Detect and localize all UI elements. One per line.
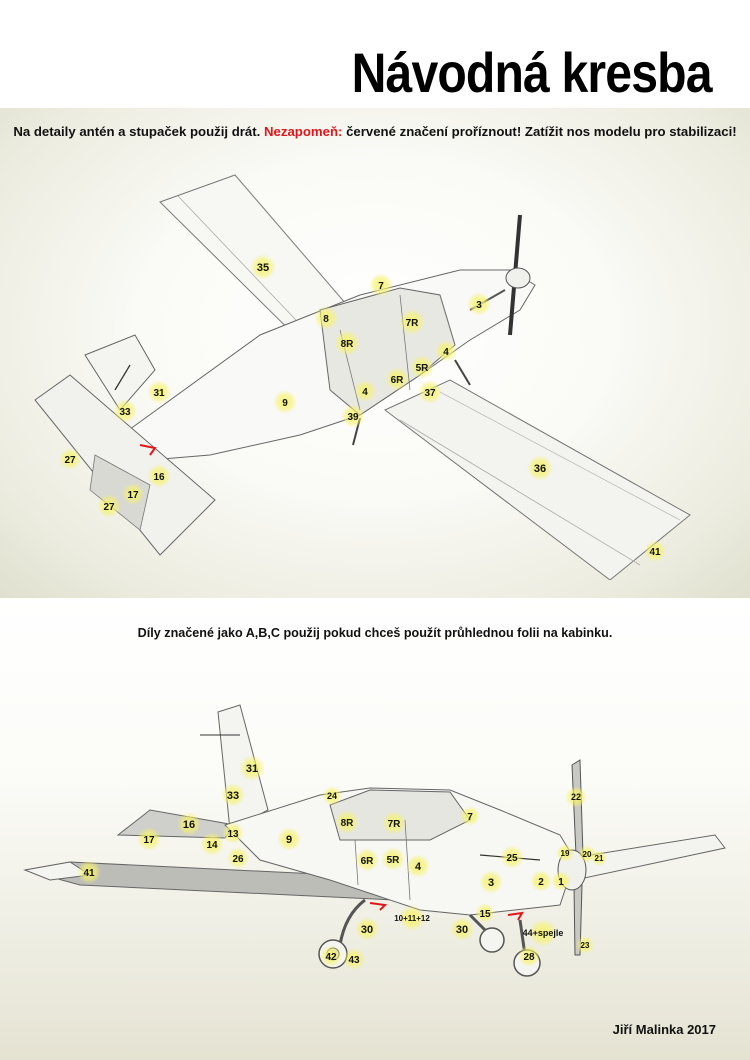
part-label: 43 xyxy=(348,955,360,966)
part-label: 37 xyxy=(424,388,436,399)
part-label: 17 xyxy=(143,835,155,846)
part-label: 5R xyxy=(416,363,430,374)
instruction-text: Na detaily antén a stupaček použij drát. xyxy=(13,124,261,139)
part-label: 3 xyxy=(488,877,494,889)
part-label: 4 xyxy=(415,861,422,873)
part-label: 25 xyxy=(506,853,518,864)
part-label: 7 xyxy=(378,281,384,292)
side-view-drawing: 31 24 33 22 16 13 8R 7R 7 17 14 9 19 20 … xyxy=(23,704,726,977)
part-label: 22 xyxy=(571,792,581,802)
part-label: 35 xyxy=(257,262,269,274)
part-label: 17 xyxy=(127,490,139,501)
part-label: 3 xyxy=(476,300,482,311)
part-label: 10+11+12 xyxy=(394,914,430,923)
top-view-part-labels: 35 7 3 8 7R 8R 4 5R 6R 31 4 37 9 33 39 3… xyxy=(59,254,666,562)
part-label: 41 xyxy=(649,547,661,558)
part-label: 26 xyxy=(232,854,244,865)
part-label: 8R xyxy=(341,818,355,829)
part-label: 23 xyxy=(581,941,590,950)
top-view-drawing: 35 7 3 8 7R 8R 4 5R 6R 31 4 37 9 33 39 3… xyxy=(34,174,691,580)
part-label: 24 xyxy=(327,791,337,801)
part-label: 42 xyxy=(325,952,337,963)
part-label: 8R xyxy=(341,339,355,350)
part-label: 6R xyxy=(391,375,405,386)
part-label: 8 xyxy=(323,314,329,325)
part-label: 9 xyxy=(282,398,288,409)
part-label: 28 xyxy=(523,952,535,963)
part-label: 13 xyxy=(227,829,239,840)
bottom-instructions: Díly značené jako A,B,C použij pokud chc… xyxy=(137,626,613,640)
part-label: 16 xyxy=(183,819,195,831)
top-instructions: Na detaily antén a stupaček použij drát.… xyxy=(0,124,750,139)
part-label: 7R xyxy=(406,318,420,329)
part-label: 4 xyxy=(362,387,368,398)
part-label: 31 xyxy=(246,763,258,775)
part-label: 30 xyxy=(456,924,468,936)
part-label: 30 xyxy=(361,924,373,936)
part-label: 20 xyxy=(583,850,592,859)
part-label: 15 xyxy=(479,909,491,920)
part-label: 1 xyxy=(558,877,564,888)
part-label: 33 xyxy=(227,790,239,802)
author-credit: Jiří Malinka 2017 xyxy=(612,1022,716,1037)
part-label: 41 xyxy=(83,868,95,879)
part-label: 31 xyxy=(153,388,165,399)
part-label: 14 xyxy=(206,840,218,851)
page-title: Návodná kresba xyxy=(351,41,713,104)
tail xyxy=(34,334,216,556)
warning-label: Nezapomeň: xyxy=(264,124,343,139)
part-label: 4 xyxy=(443,347,449,358)
part-label: 27 xyxy=(103,502,115,513)
part-label: 16 xyxy=(153,472,165,483)
part-label: 39 xyxy=(347,412,359,423)
part-label: 44+spejle xyxy=(523,928,564,938)
part-label: 2 xyxy=(538,877,544,888)
part-label: 9 xyxy=(286,834,292,846)
part-label: 6R xyxy=(361,856,375,867)
part-label: 7R xyxy=(388,819,402,830)
propeller xyxy=(505,214,531,336)
instruction-text-warning: červené značení proříznout! Zatížit nos … xyxy=(346,124,737,139)
part-label: 36 xyxy=(534,463,546,475)
part-label: 19 xyxy=(561,849,570,858)
part-label: 27 xyxy=(64,455,76,466)
part-label: 7 xyxy=(467,812,473,823)
part-label: 21 xyxy=(595,854,604,863)
side-view-part-labels: 31 24 33 22 16 13 8R 7R 7 17 14 9 19 20 … xyxy=(77,755,607,970)
part-label: 33 xyxy=(119,407,131,418)
part-label: 5R xyxy=(387,855,401,866)
